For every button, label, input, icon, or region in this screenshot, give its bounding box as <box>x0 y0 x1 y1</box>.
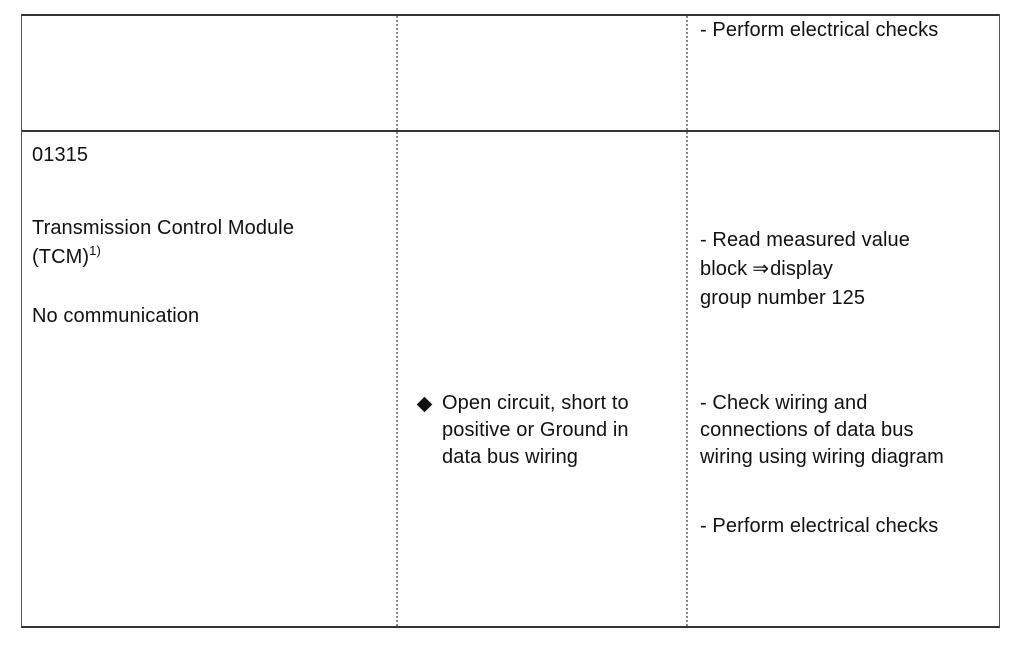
step1-line-1: - Read measured value <box>700 229 910 251</box>
step2-line-2: connections of data bus <box>700 419 914 441</box>
component-name: Transmission Control Module <box>32 217 295 239</box>
fault-status: No communication <box>32 305 200 327</box>
fault-code: 01315 <box>32 144 89 166</box>
step1-line-3: group number 125 <box>700 287 866 309</box>
cause-line-2: positive or Ground in <box>442 419 629 441</box>
row1-action-perform-electrical-checks: - Perform electrical checks <box>700 19 939 41</box>
cause-line-3: data bus wiring <box>442 446 579 468</box>
step2-line-1: - Check wiring and <box>700 392 868 414</box>
step1-block-text: block <box>700 258 748 280</box>
fault-table <box>21 14 1000 628</box>
component-abbreviation: (TCM)1) <box>32 244 101 271</box>
row-divider <box>22 130 999 132</box>
column-divider-1 <box>396 16 398 626</box>
step1-line-2: block⇒display <box>700 256 833 283</box>
column-divider-2 <box>686 16 688 626</box>
footnote-reference: 1) <box>89 243 101 258</box>
component-abbr-text: (TCM) <box>32 246 90 268</box>
cause-line-1: Open circuit, short to <box>442 392 629 414</box>
double-arrow-right-icon: ⇒ <box>752 258 770 280</box>
step1-display-text: display <box>770 258 834 280</box>
step2-line-3: wiring using wiring diagram <box>700 446 944 468</box>
step3-perform-electrical-checks: - Perform electrical checks <box>700 515 939 537</box>
